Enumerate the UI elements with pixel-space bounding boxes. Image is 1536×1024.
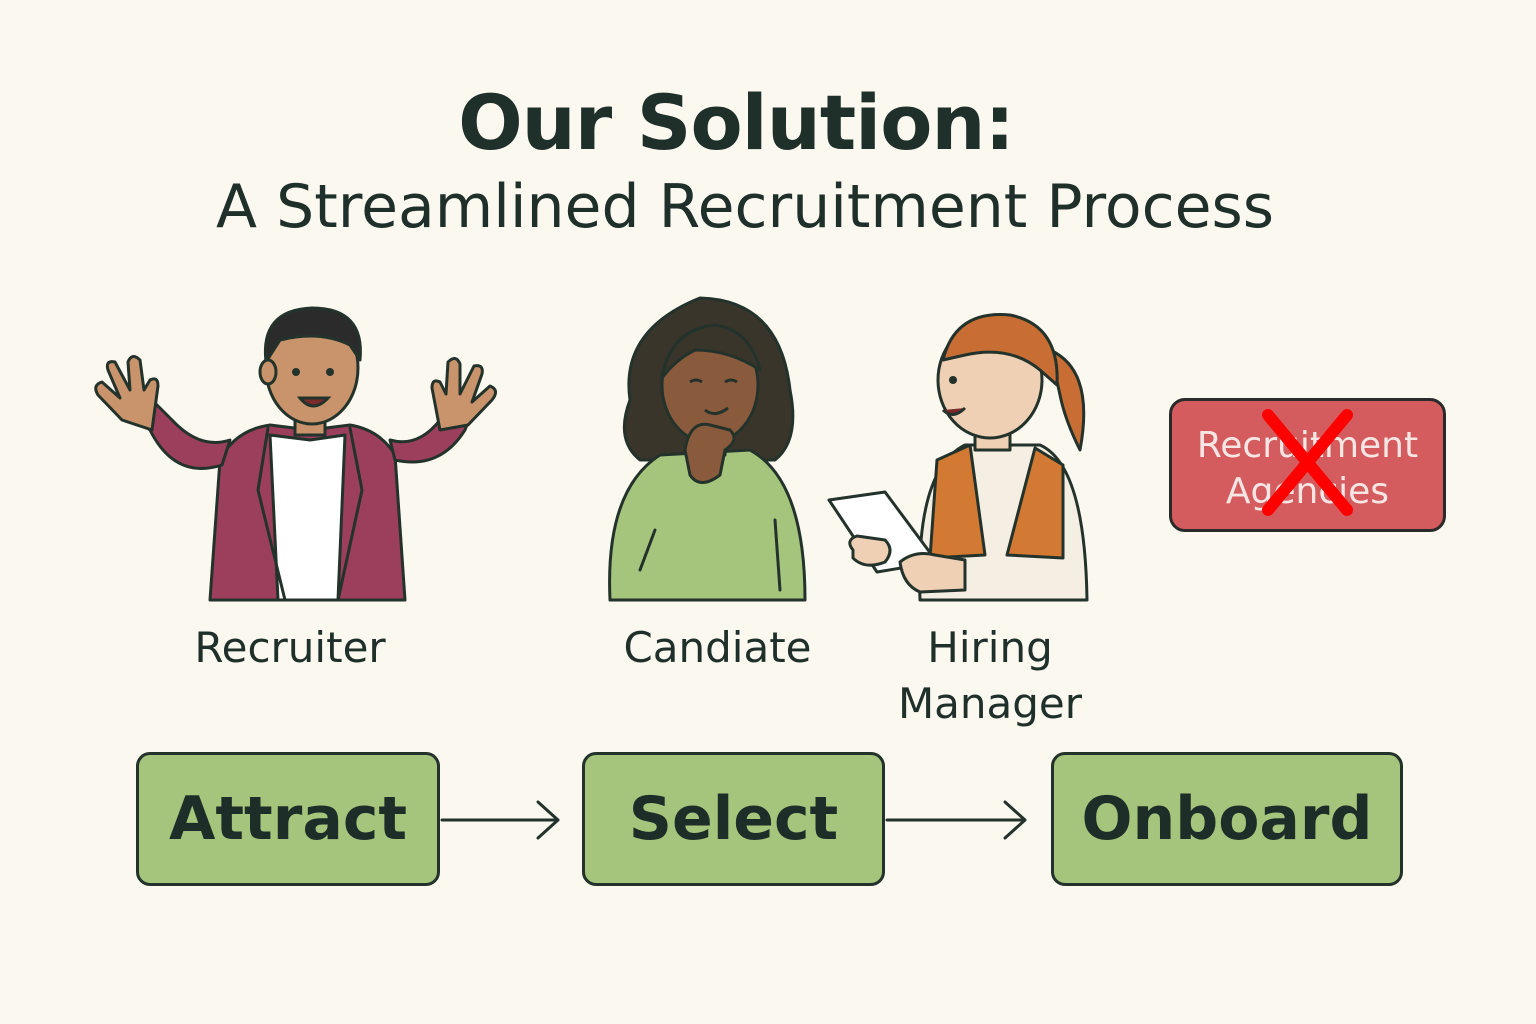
- candidate-label: Candiate: [623, 623, 812, 672]
- arrow-right-icon: [885, 800, 1027, 840]
- page-subtitle: A Streamlined Recruitment Process: [215, 172, 1275, 242]
- recruiter-label: Recruiter: [194, 623, 386, 672]
- hiring-manager-label-line2: Manager: [897, 679, 1083, 728]
- hiring-manager-label-line1: Hiring: [927, 623, 1053, 672]
- stage-select: Select: [582, 752, 885, 886]
- recruitment-agencies-line2: Agencies: [1225, 471, 1390, 512]
- recruiter-illustration: [94, 306, 497, 602]
- candidate-illustration: [608, 296, 807, 602]
- hiring-manager-label: Hiring Manager: [880, 620, 1100, 732]
- arrow-right-icon: [440, 800, 560, 840]
- cross-icon: [1262, 409, 1353, 516]
- hiring-manager-illustration: [827, 313, 1089, 602]
- stage-onboard: Onboard: [1051, 752, 1403, 886]
- stage-attract: Attract: [136, 752, 440, 886]
- page-title: Our Solution:: [458, 78, 1015, 167]
- recruitment-agencies-box: Recruitment Agencies: [1169, 398, 1446, 532]
- recruitment-agencies-label: Recruitment Agencies: [1172, 423, 1443, 515]
